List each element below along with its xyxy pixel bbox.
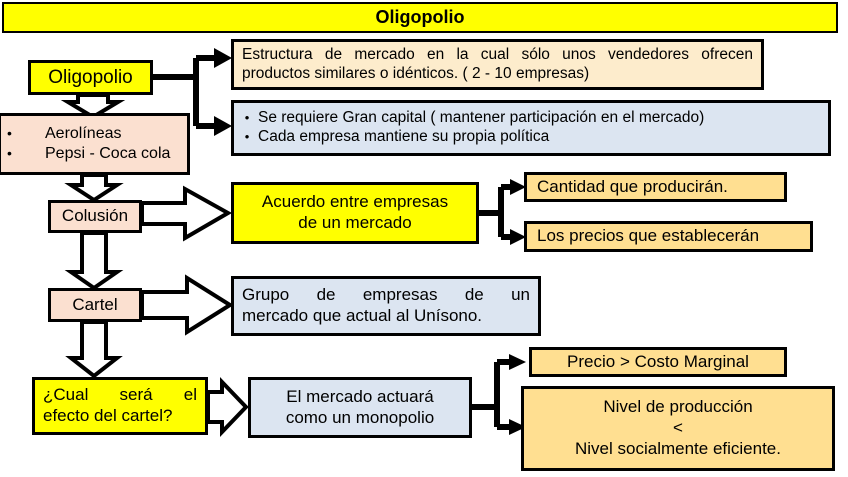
node-grupo-empresas[interactable]: Grupo de empresas de un mercado que actu… bbox=[231, 276, 541, 336]
requisito-label-1: Se requiere Gran capital ( mantener part… bbox=[258, 109, 705, 127]
node-oligopolio[interactable]: Oligopolio bbox=[28, 60, 153, 95]
diagram-title: Oligopolio bbox=[2, 2, 838, 33]
node-colusion-label: Colusión bbox=[61, 206, 129, 226]
node-pregunta-line-1: ¿Cual será el bbox=[43, 385, 197, 405]
node-pregunta-efecto-cartel[interactable]: ¿Cual será el efecto del cartel? bbox=[32, 377, 208, 435]
list-item: • Se requiere Gran capital ( mantener pa… bbox=[240, 109, 822, 128]
arrowhead-requisitos bbox=[214, 116, 232, 136]
bullet-icon: • bbox=[244, 129, 250, 144]
node-nivel-line-1: Nivel de producción bbox=[603, 397, 753, 417]
node-estructura-mercado[interactable]: Estructura de mercado en la cual sólo un… bbox=[231, 39, 764, 90]
bullet-icon: • bbox=[7, 145, 12, 161]
node-colusion[interactable]: Colusión bbox=[48, 200, 142, 233]
node-estructura-line-2: productos similares o idénticos. ( 2 - 1… bbox=[242, 64, 590, 82]
node-precio-cm-label: Precio > Costo Marginal bbox=[567, 351, 749, 371]
diagram-title-text: Oligopolio bbox=[375, 6, 465, 27]
ejemplo-label-1: Aerolíneas bbox=[45, 125, 122, 143]
node-cartel-label: Cartel bbox=[72, 294, 118, 314]
bullet-icon: • bbox=[7, 125, 12, 142]
block-arrow-right-acuerdo bbox=[140, 185, 233, 242]
node-pregunta-line-2: efecto del cartel? bbox=[43, 406, 173, 425]
node-estructura-line-1: Estructura de mercado en la cual sólo un… bbox=[242, 45, 753, 63]
list-item: • Pepsi - Coca cola bbox=[7, 144, 181, 164]
node-oligopolio-label: Oligopolio bbox=[48, 66, 133, 88]
node-grupo-line-1: Grupo de empresas de un bbox=[242, 285, 530, 305]
node-cantidad-produciran[interactable]: Cantidad que producirán. bbox=[524, 172, 787, 202]
block-arrow-down-colusion bbox=[64, 173, 124, 203]
block-arrow-down-pregunta bbox=[65, 320, 123, 379]
list-item: • Aerolíneas bbox=[7, 124, 181, 144]
node-nivel-line-3: Nivel socialmente eficiente. bbox=[575, 438, 781, 458]
bullet-icon: • bbox=[244, 110, 250, 126]
wire-acuerdo-split bbox=[479, 184, 513, 240]
node-acuerdo-line-2: de un mercado bbox=[298, 213, 412, 232]
node-cantidad-label: Cantidad que producirán. bbox=[537, 176, 728, 196]
block-arrow-right-mercado bbox=[206, 377, 249, 437]
block-arrow-down-cartel bbox=[64, 231, 124, 291]
list-item: • Cada empresa mantiene su propia políti… bbox=[240, 128, 822, 147]
node-mercado-monopolio[interactable]: El mercado actuará como un monopolio bbox=[248, 377, 472, 438]
node-precio-costo-marginal[interactable]: Precio > Costo Marginal bbox=[529, 347, 787, 377]
node-grupo-line-2: mercado que actual al Unísono. bbox=[242, 306, 483, 325]
wire-mercado-split bbox=[472, 359, 512, 430]
arrowhead-estructura bbox=[214, 48, 232, 68]
block-arrow-right-grupo bbox=[140, 274, 234, 336]
node-precios-label: Los precios que establecerán bbox=[537, 226, 760, 246]
node-acuerdo-line-1: Acuerdo entre empresas bbox=[261, 192, 449, 212]
node-mercado-line-2: como un monopolio bbox=[285, 407, 435, 427]
arrowhead-precio-cm bbox=[509, 354, 526, 370]
requisito-label-2: Cada empresa mantiene su propia política bbox=[258, 128, 550, 145]
node-nivel-line-2: < bbox=[673, 418, 683, 438]
node-requisitos[interactable]: • Se requiere Gran capital ( mantener pa… bbox=[231, 100, 831, 156]
ejemplo-label-2: Pepsi - Coca cola bbox=[45, 145, 171, 162]
node-ejemplos[interactable]: • Aerolíneas • Pepsi - Coca cola bbox=[0, 113, 190, 175]
node-precios-estableceran[interactable]: Los precios que establecerán bbox=[524, 221, 813, 252]
node-acuerdo-empresas[interactable]: Acuerdo entre empresas de un mercado bbox=[231, 182, 479, 244]
node-nivel-produccion[interactable]: Nivel de producción < Nivel socialmente … bbox=[521, 386, 835, 471]
node-mercado-line-1: El mercado actuará bbox=[286, 386, 434, 406]
node-cartel[interactable]: Cartel bbox=[48, 288, 142, 322]
